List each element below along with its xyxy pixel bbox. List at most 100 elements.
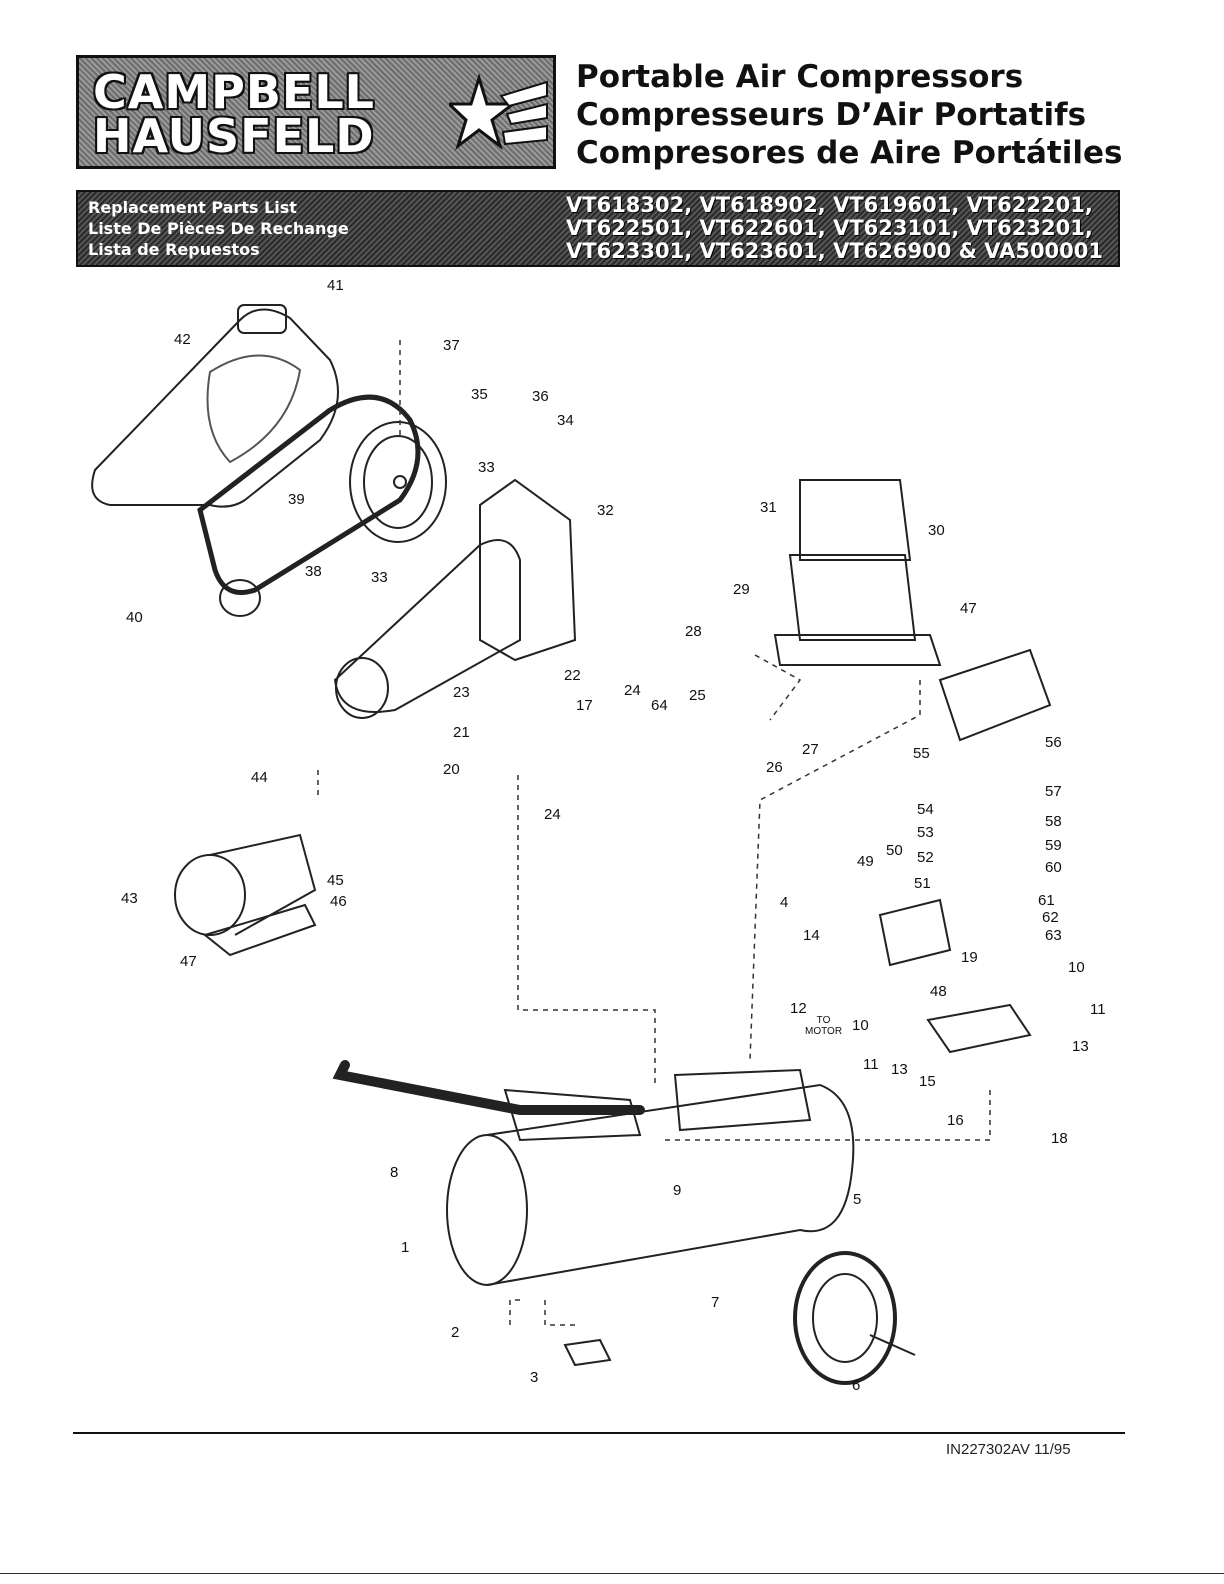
callout-20: 20 (443, 761, 460, 778)
callout-4: 4 (780, 894, 789, 911)
callout-43: 43 (121, 890, 138, 907)
callout-31: 31 (760, 499, 777, 516)
callout-53: 53 (917, 824, 934, 841)
callout-28: 28 (685, 623, 702, 640)
document-titles: Portable Air Compressors Compresseurs D’… (576, 58, 1122, 172)
callout-59: 59 (1045, 837, 1062, 854)
callout-5: 5 (853, 1191, 862, 1208)
belt-guard-tab (237, 304, 287, 334)
callout-7: 7 (711, 1294, 720, 1311)
callout-27: 27 (802, 741, 819, 758)
callout-6: 6 (852, 1377, 861, 1394)
callout-57: 57 (1045, 783, 1062, 800)
callout-50: 50 (886, 842, 903, 859)
callout-37: 37 (443, 337, 460, 354)
callout-58: 58 (1045, 813, 1062, 830)
callout-34: 34 (557, 412, 574, 429)
callout-12: 12 (790, 1000, 807, 1017)
callout-18: 18 (1051, 1130, 1068, 1147)
model-line: VT618302, VT618902, VT619601, VT622201, (566, 193, 1093, 217)
foot-shape (563, 1338, 612, 1367)
callout-17: 17 (576, 697, 593, 714)
callout-47-b: 47 (180, 953, 197, 970)
belt-shape (197, 394, 421, 595)
callout-25: 25 (689, 687, 706, 704)
model-line: VT623301, VT623601, VT626900 & VA500001 (566, 239, 1104, 263)
pump-block-shape (788, 554, 917, 641)
callout-54: 54 (917, 801, 934, 818)
callout-61: 61 (1038, 892, 1055, 909)
handle-shape (332, 1060, 645, 1115)
title-french: Compresseurs D’Air Portatifs (576, 97, 1087, 133)
callout-29: 29 (733, 581, 750, 598)
callout-26: 26 (766, 759, 783, 776)
callout-39: 39 (288, 491, 305, 508)
callout-11-b: 11 (863, 1056, 879, 1073)
callout-16: 16 (947, 1112, 964, 1129)
brand-logo: CAMPBELL HAUSFELD (76, 55, 556, 169)
callout-1: 1 (401, 1239, 410, 1256)
callout-3: 3 (530, 1369, 539, 1386)
callout-52: 52 (917, 849, 934, 866)
callout-45: 45 (327, 872, 344, 889)
parts-list-title-spanish: Lista de Repuestos (88, 240, 260, 259)
motor-pulley-shape (219, 579, 261, 617)
callout-63: 63 (1045, 927, 1062, 944)
callout-24-b: 24 (544, 806, 561, 823)
callout-30: 30 (928, 522, 945, 539)
shroud-shape (479, 478, 577, 662)
title-spanish: Compresores de Aire Portátiles (576, 135, 1123, 171)
pump-cover-shape (938, 648, 1052, 742)
tank-end-shape (446, 1134, 528, 1286)
footer-rule (73, 1432, 1125, 1434)
tank-body-shape (486, 1083, 855, 1286)
callout-33-a: 33 (478, 459, 495, 476)
callout-40: 40 (126, 609, 143, 626)
callout-47-a: 47 (960, 600, 977, 617)
model-line: VT622501, VT622601, VT623101, VT623201, (566, 216, 1093, 240)
callout-2: 2 (451, 1324, 460, 1341)
bottom-rule (0, 1573, 1224, 1574)
callout-10-b: 10 (852, 1017, 869, 1034)
brand-name-line1: CAMPBELL (93, 65, 375, 119)
callout-9: 9 (673, 1182, 682, 1199)
callout-41: 41 (327, 277, 344, 294)
callout-22: 22 (564, 667, 581, 684)
callout-13-b: 13 (891, 1061, 908, 1078)
model-numbers: VT618302, VT618902, VT619601, VT622201, … (566, 194, 1103, 263)
motor-shape (174, 854, 246, 936)
callout-51: 51 (914, 875, 931, 892)
callout-15: 15 (919, 1073, 936, 1090)
callout-62: 62 (1042, 909, 1059, 926)
callout-33-b: 33 (371, 569, 388, 586)
callout-19: 19 (961, 949, 978, 966)
belt-guard-shape (91, 308, 339, 508)
callout-38: 38 (305, 563, 322, 580)
flywheel-shape (349, 421, 447, 543)
callout-48: 48 (930, 983, 947, 1000)
wheel-shape (793, 1251, 897, 1385)
parts-list-titles: Replacement Parts List Liste De Pièces D… (88, 197, 349, 260)
brand-star-icon (449, 74, 548, 151)
callout-14: 14 (803, 927, 820, 944)
callout-21: 21 (453, 724, 470, 741)
callout-42: 42 (174, 331, 191, 348)
parts-list-title-english: Replacement Parts List (88, 198, 297, 217)
callout-32: 32 (597, 502, 614, 519)
exploded-parts-diagram: 1 2 3 4 5 6 7 8 9 10 10 10 11 11 12 13 1… (0, 270, 1224, 1420)
parts-list-band: Replacement Parts List Liste De Pièces D… (76, 190, 1120, 267)
title-english: Portable Air Compressors (576, 59, 1024, 95)
callout-23: 23 (453, 684, 470, 701)
pump-head-shape (799, 479, 912, 561)
callout-56: 56 (1045, 734, 1062, 751)
callout-11-a: 11 (1090, 1001, 1106, 1018)
pressure-switch-shape (878, 898, 952, 967)
inner-guard-shape (333, 539, 521, 713)
callout-55: 55 (913, 745, 930, 762)
callout-36: 36 (532, 388, 549, 405)
parts-list-title-french: Liste De Pièces De Rechange (88, 219, 349, 238)
callout-24-a: 24 (624, 682, 641, 699)
callout-64: 64 (651, 697, 668, 714)
callout-46: 46 (330, 893, 347, 910)
document-number: IN227302AV 11/95 (946, 1441, 1071, 1458)
